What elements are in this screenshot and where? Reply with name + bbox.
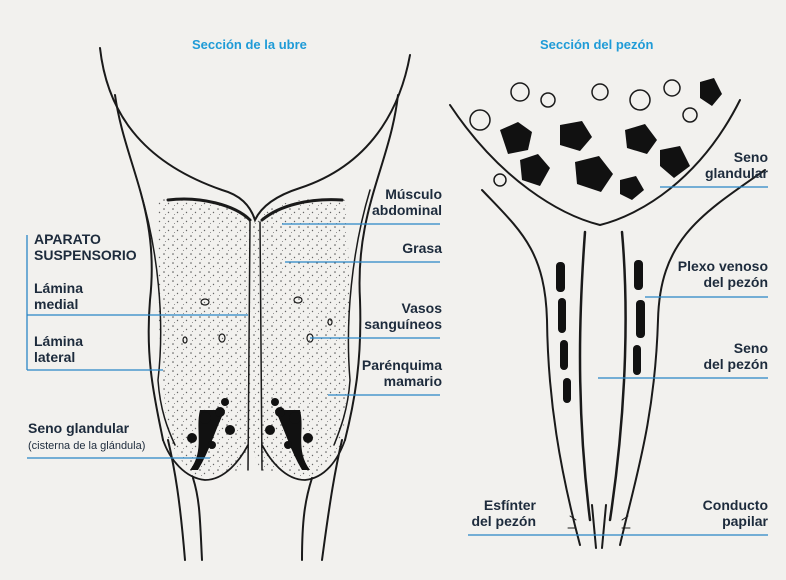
udder-section-title: Sección de la ubre	[192, 37, 307, 53]
label-seno-glandular: Seno glandular	[28, 420, 129, 436]
label-grasa: Grasa	[350, 240, 442, 256]
teat-section-title: Sección del pezón	[540, 37, 653, 53]
label-cisterna: (cisterna de la glándula)	[28, 438, 145, 454]
